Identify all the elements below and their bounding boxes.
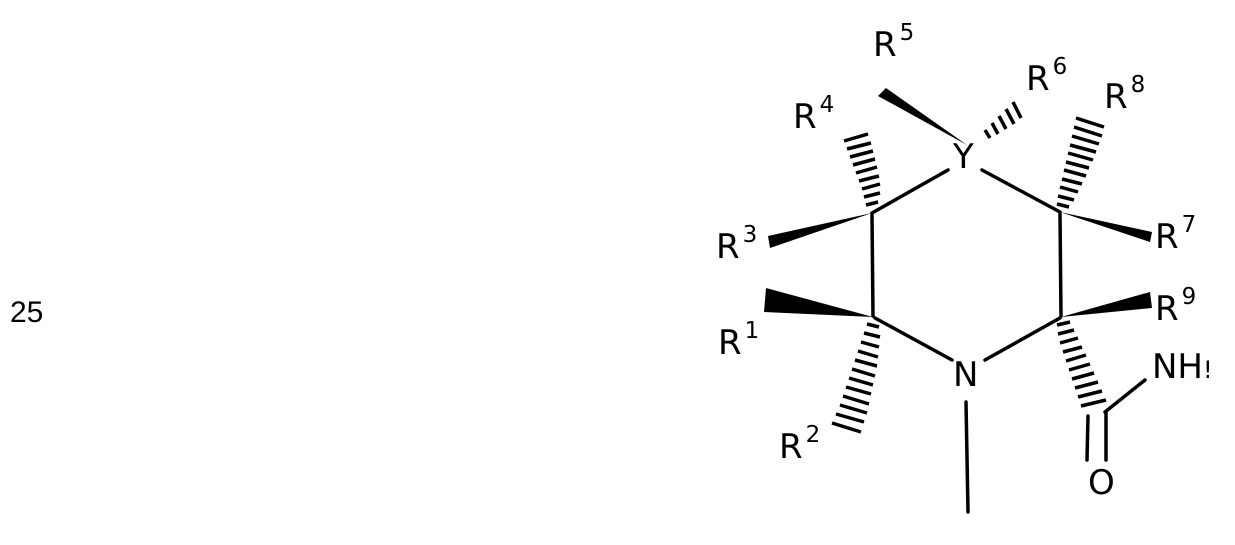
bond-y-c7: [980, 168, 1062, 214]
wedge-r7: [1060, 212, 1152, 242]
wedge-r5: [878, 88, 967, 145]
bond-carbonyl-nh: [1103, 378, 1147, 414]
bond-c7-c9: [1058, 212, 1063, 318]
bond-n-down: [964, 400, 970, 514]
amide-nh-label: NH!: [1152, 347, 1213, 387]
bond-co-a: [1085, 414, 1090, 462]
bond-c3-c1: [870, 213, 875, 318]
bond-n-c9: [983, 316, 1062, 362]
wedge-r9: [1061, 292, 1152, 317]
bond-c3-y: [870, 168, 950, 215]
atom-o-label: O: [1088, 463, 1115, 503]
atom-y-label: Y: [953, 137, 974, 177]
figure-number-label: 25: [10, 296, 44, 329]
wedge-r1: [764, 288, 873, 317]
atom-n-label: N: [953, 355, 979, 395]
bond-c1-n: [873, 316, 954, 362]
wedge-r3: [768, 213, 872, 248]
